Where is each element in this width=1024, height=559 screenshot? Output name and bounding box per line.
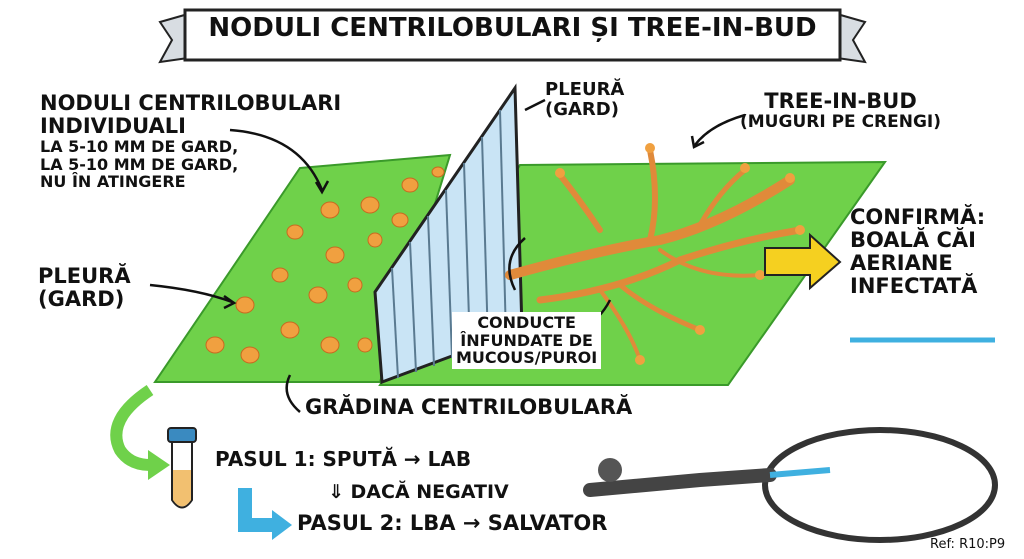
title-banner: [158, 8, 867, 64]
confirm-line3: AERIANE: [850, 251, 953, 276]
left-label-line4: LA 5-10 MM DE GARD,: [40, 154, 239, 174]
pleura-left-line1: PLEURĂ: [38, 264, 131, 288]
nodules: [205, 166, 445, 364]
left-label-line3: LA 5-10 MM DE GARD,: [40, 137, 239, 157]
pleura-top-line1: PLEURĂ: [545, 79, 625, 100]
confirm-line2: BOALĂ CĂI: [850, 228, 976, 253]
pleura-top-label: PLEURĂ (GARD): [545, 80, 624, 120]
left-label-line2: INDIVIDUALI: [40, 114, 186, 139]
pleura-left-label: PLEURĂ (GARD): [38, 264, 131, 312]
tree-in-bud-line1: TREE-IN-BUD: [764, 89, 917, 113]
left-label-line5: NU ÎN ATINGERE: [40, 172, 186, 192]
flow-arrow-green: [110, 385, 154, 471]
pleura-left-line2: (GARD): [38, 287, 125, 312]
bronchoscope-icon: [583, 427, 998, 543]
tree-in-bud-line2: (MUGURI PE CRENGI): [740, 112, 942, 133]
confirm-label: CONFIRMĂ: BOALĂ CĂI AERIANE INFECTATĂ: [850, 205, 986, 299]
confirm-line1: CONFIRMĂ:: [850, 205, 986, 229]
flow-arrow-blue: [238, 488, 275, 532]
page-title: NODULI CENTRILOBULARI ȘI TREE-IN-BUD: [208, 13, 817, 43]
left-label-line1: NODULI CENTRILOBULARI: [40, 91, 342, 115]
ducts-line3: MUCOUS/PUROI: [456, 348, 598, 368]
flow-arrow-blue-head: [272, 510, 292, 540]
confirm-arrow: [764, 232, 842, 291]
garden-label: GRĂDINA CENTRILOBULARĂ: [305, 395, 633, 419]
ducts-line2: ÎNFUNDATE DE: [460, 330, 593, 350]
tree-in-bud-label: TREE-IN-BUD (MUGURI PE CRENGI): [740, 89, 942, 133]
pleura-top-line2: (GARD): [545, 98, 619, 120]
step-2: PASUL 2: LBA → SALVATOR: [297, 511, 608, 535]
if-negative: ⇓ DACĂ NEGATIV: [328, 481, 509, 503]
left-label: NODULI CENTRILOBULARI INDIVIDUALI LA 5-1…: [40, 91, 342, 192]
flow-arrow-green-head: [148, 450, 170, 480]
tree-in-bud-branches: [505, 147, 804, 362]
sputum-tube-icon: [167, 427, 197, 509]
step-1: PASUL 1: SPUTĂ → LAB: [215, 447, 472, 471]
ducts-label: CONDUCTE ÎNFUNDATE DE MUCOUS/PUROI: [452, 312, 602, 369]
confirm-line4: INFECTATĂ: [850, 274, 978, 299]
buds: [555, 143, 805, 365]
ducts-line1: CONDUCTE: [477, 313, 576, 332]
pleura-fence: [373, 83, 524, 385]
reference: Ref: R10:P9: [930, 537, 1006, 552]
